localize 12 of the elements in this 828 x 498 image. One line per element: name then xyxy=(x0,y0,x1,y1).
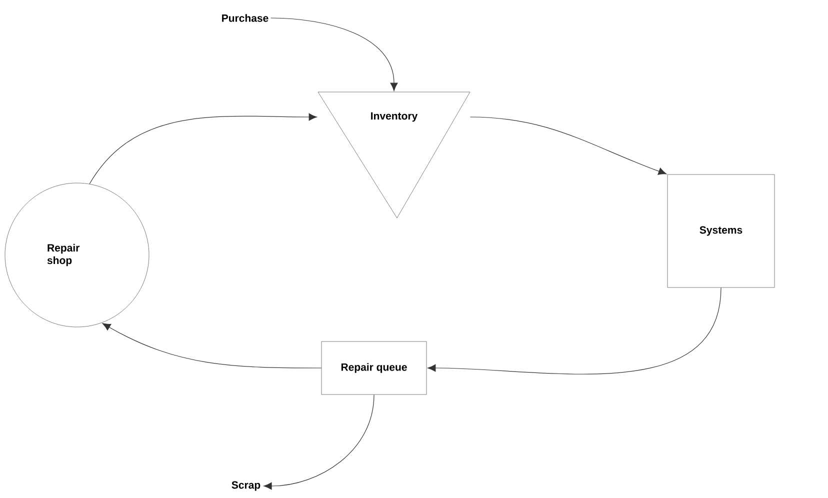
arrow xyxy=(470,116,667,175)
arrow xyxy=(89,113,318,184)
text-label: Purchase xyxy=(222,14,268,22)
process-box: Repair queue xyxy=(321,341,427,395)
triangle-node: Inventory xyxy=(318,92,470,218)
arrow xyxy=(264,394,374,490)
text-label: Scrap xyxy=(232,481,260,491)
arrow xyxy=(270,18,398,92)
arrow xyxy=(427,287,722,374)
circle-node: Repair shop xyxy=(4,182,150,328)
arrow xyxy=(102,323,322,368)
process-box: Systems xyxy=(667,174,775,288)
